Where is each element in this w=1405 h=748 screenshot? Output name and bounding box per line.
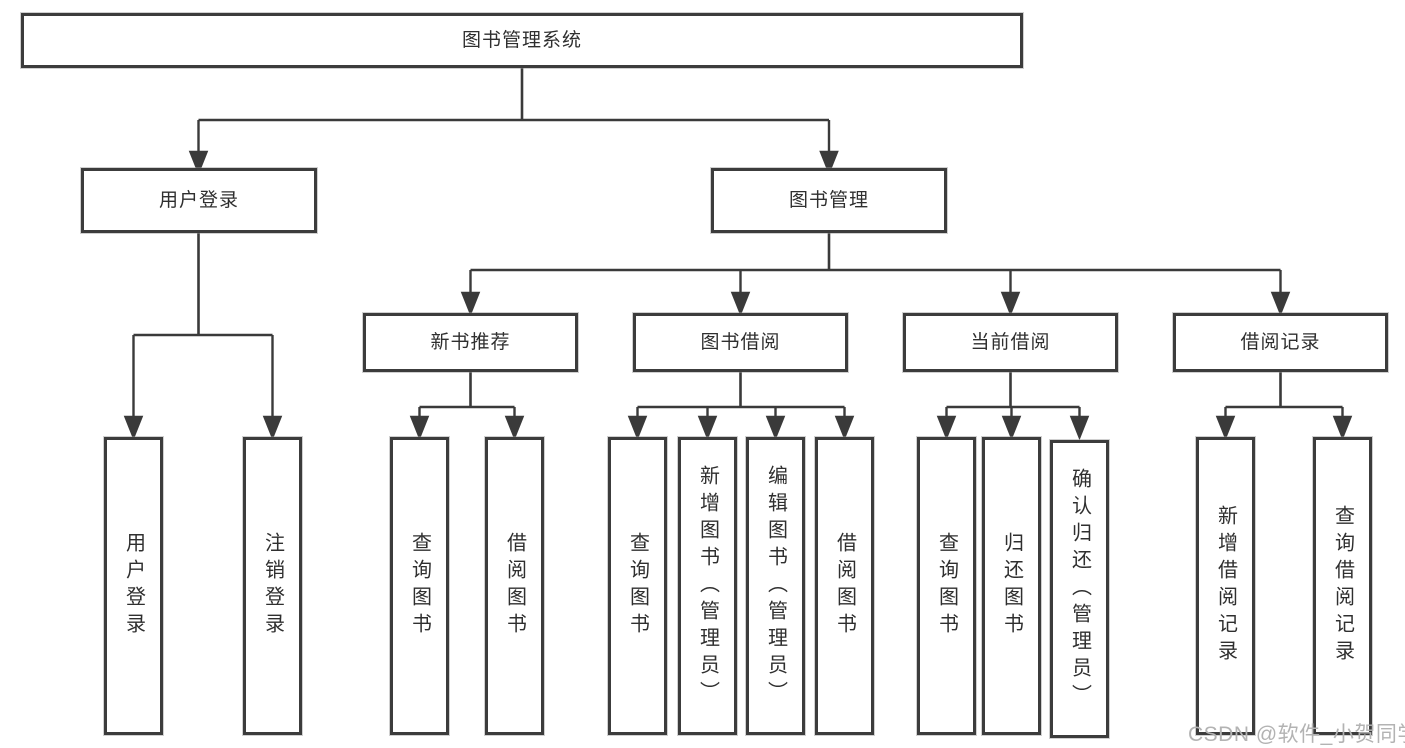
leaf-add-book-admin: 新增图书（管理员） xyxy=(678,437,737,735)
arrow-down-icon xyxy=(504,407,525,441)
connector-root-to-branches xyxy=(188,68,839,176)
node-label: 图书管理 xyxy=(788,190,869,211)
node-label: 当前借阅 xyxy=(970,332,1051,353)
node-label: 用户登录 xyxy=(158,190,239,211)
arrow-down-icon xyxy=(834,407,855,441)
node-label: 新增图书（管理员） xyxy=(696,464,719,708)
connector-user-login-to-leaves xyxy=(123,233,283,441)
node-new-book-recommendation: 新书推荐 xyxy=(363,313,578,372)
arrow-down-icon xyxy=(460,270,481,317)
node-label: 新增借阅记录 xyxy=(1214,505,1237,667)
node-label: 查询图书 xyxy=(935,532,958,640)
connector-borrowing-records-to-leaves xyxy=(1215,372,1353,441)
arrow-down-icon xyxy=(936,407,957,441)
arrow-down-icon xyxy=(1000,270,1021,317)
arrow-down-icon xyxy=(697,407,718,441)
leaf-logout-login: 注销登录 xyxy=(243,437,302,735)
leaf-query-books-recommend: 查询图书 xyxy=(390,437,449,735)
arrow-down-icon xyxy=(1215,407,1236,441)
leaf-query-books-borrowing: 查询图书 xyxy=(608,437,667,735)
connector-line xyxy=(1225,372,1343,409)
connector-book-borrowing-to-leaves xyxy=(627,372,855,441)
node-label: 图书管理系统 xyxy=(461,30,582,51)
arrow-down-icon xyxy=(627,407,648,441)
node-label: 新书推荐 xyxy=(430,332,511,353)
arrow-down-icon xyxy=(1069,407,1090,441)
connector-line xyxy=(470,233,1281,272)
leaf-borrow-books-recommend: 借阅图书 xyxy=(485,437,544,735)
arrow-down-icon xyxy=(730,270,751,317)
node-current-borrowing: 当前借阅 xyxy=(903,313,1118,372)
leaf-query-books-current: 查询图书 xyxy=(917,437,976,735)
connector-current-borrowing-to-leaves xyxy=(936,372,1090,441)
leaf-return-books: 归还图书 xyxy=(982,437,1041,735)
arrow-down-icon xyxy=(765,407,786,441)
node-label: 查询借阅记录 xyxy=(1331,505,1354,667)
leaf-add-borrow-record: 新增借阅记录 xyxy=(1196,437,1255,735)
node-label: 确认归还（管理员） xyxy=(1068,467,1091,711)
arrow-down-icon xyxy=(819,120,839,176)
arrow-down-icon xyxy=(188,120,209,176)
csdn-watermark: CSDN @软件_小贺同学 xyxy=(1188,723,1405,746)
node-label: 图书借阅 xyxy=(700,332,781,353)
leaf-edit-book-admin: 编辑图书（管理员） xyxy=(746,437,805,735)
node-label: 注销登录 xyxy=(261,532,284,640)
leaf-user-login: 用户登录 xyxy=(104,437,163,735)
connector-new-book-to-leaves xyxy=(409,372,525,441)
node-label: 借阅图书 xyxy=(503,532,526,640)
connector-line xyxy=(133,233,273,337)
node-library-system: 图书管理系统 xyxy=(21,13,1023,68)
node-book-borrowing: 图书借阅 xyxy=(633,313,848,372)
node-book-management: 图书管理 xyxy=(711,168,947,233)
arrow-down-icon xyxy=(409,407,430,441)
node-label: 编辑图书（管理员） xyxy=(764,464,787,708)
connector-line xyxy=(419,372,515,409)
connector-book-management-to-sections xyxy=(460,233,1291,317)
node-label: 查询图书 xyxy=(626,532,649,640)
connector-line xyxy=(946,372,1080,409)
node-label: 借阅记录 xyxy=(1240,332,1321,353)
connector-line xyxy=(198,68,829,122)
node-label: 借阅图书 xyxy=(833,532,856,640)
arrow-down-icon xyxy=(123,335,144,441)
arrow-down-icon xyxy=(1332,407,1353,441)
node-label: 查询图书 xyxy=(408,532,431,640)
arrow-down-icon xyxy=(1270,270,1291,317)
node-label: 归还图书 xyxy=(1000,532,1023,640)
node-borrowing-records: 借阅记录 xyxy=(1173,313,1388,372)
leaf-borrow-books-borrowing: 借阅图书 xyxy=(815,437,874,735)
leaf-query-borrow-record: 查询借阅记录 xyxy=(1313,437,1372,735)
leaf-confirm-return-admin: 确认归还（管理员） xyxy=(1050,440,1109,738)
node-user-login: 用户登录 xyxy=(81,168,317,233)
connector-line xyxy=(637,372,845,409)
node-label: 用户登录 xyxy=(122,532,145,640)
arrow-down-icon xyxy=(1001,407,1022,441)
arrow-down-icon xyxy=(262,335,283,441)
